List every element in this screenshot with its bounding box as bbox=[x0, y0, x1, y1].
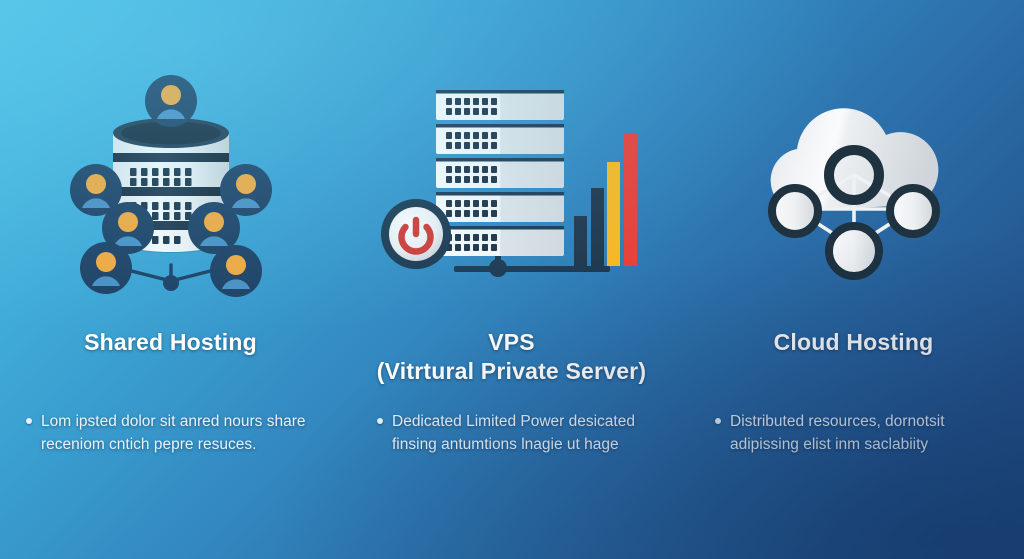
heading-line-1: VPS bbox=[488, 329, 535, 355]
avatar bbox=[187, 202, 240, 254]
heading-line-1: Cloud Hosting bbox=[773, 329, 934, 355]
avatar bbox=[79, 242, 132, 294]
cloud-center-node bbox=[823, 145, 884, 205]
avatar bbox=[69, 164, 122, 216]
list-item: Dedicated Limited Power desicated finsin… bbox=[377, 410, 668, 456]
cloud-hosting-network-icon bbox=[767, 108, 940, 280]
bullet-text: Distributed resources, dornotsit adipiss… bbox=[730, 413, 945, 453]
avatar bbox=[219, 164, 272, 216]
bullet-list-vps: Dedicated Limited Power desicated finsin… bbox=[341, 410, 682, 456]
column-vps: VPS (Vitrtural Private Server) Dedicated… bbox=[341, 0, 682, 559]
list-item: Lom ipsted dolor sit anred nours share r… bbox=[26, 410, 323, 456]
bar-1 bbox=[573, 216, 587, 266]
bullet-list-cloud-hosting: Distributed resources, dornotsit adipiss… bbox=[683, 410, 1024, 456]
avatar bbox=[209, 245, 262, 297]
cloud-node-left bbox=[767, 184, 822, 238]
list-item: Distributed resources, dornotsit adipiss… bbox=[715, 410, 1008, 456]
cloud-node-right bbox=[885, 184, 940, 238]
bullet-text: Lom ipsted dolor sit anred nours share r… bbox=[41, 413, 306, 453]
bullet-list-shared-hosting: Lom ipsted dolor sit anred nours share r… bbox=[0, 410, 341, 456]
bullet-dot-icon bbox=[715, 418, 721, 424]
column-cloud-hosting: Cloud Hosting Distributed resources, dor… bbox=[683, 0, 1024, 559]
column-shared-hosting: Shared Hosting Lom ipsted dolor sit anre… bbox=[0, 0, 341, 559]
bar-2 bbox=[590, 188, 604, 266]
page-title-vps: VPS (Vitrtural Private Server) bbox=[355, 328, 668, 386]
cloud-hosting-illustration bbox=[683, 62, 1024, 312]
user-avatar-group bbox=[69, 75, 272, 297]
bar-4 bbox=[623, 134, 637, 266]
bullet-dot-icon bbox=[377, 418, 383, 424]
cloud-shape bbox=[770, 108, 938, 211]
avatar bbox=[101, 202, 154, 254]
page-title-shared-hosting: Shared Hosting bbox=[14, 328, 327, 357]
bar-3 bbox=[606, 162, 620, 266]
power-button-icon bbox=[380, 199, 451, 269]
heading-line-1: Shared Hosting bbox=[84, 329, 257, 355]
cloud-node-bottom bbox=[824, 222, 883, 280]
cloud-nodes bbox=[767, 145, 940, 280]
server-shelves bbox=[435, 90, 564, 256]
network-hub-node bbox=[162, 275, 179, 291]
vps-server-rack-icon bbox=[380, 90, 637, 277]
bullet-dot-icon bbox=[26, 418, 32, 424]
avatar bbox=[144, 75, 197, 127]
heading-line-2: (Vitrtural Private Server) bbox=[376, 358, 647, 384]
bullet-text: Dedicated Limited Power desicated finsin… bbox=[392, 413, 635, 453]
vps-illustration bbox=[341, 62, 682, 312]
shared-hosting-network-icon bbox=[69, 75, 272, 297]
shared-hosting-illustration bbox=[0, 62, 341, 312]
page-title-cloud-hosting: Cloud Hosting bbox=[697, 328, 1010, 357]
performance-bar-chart bbox=[573, 134, 637, 266]
